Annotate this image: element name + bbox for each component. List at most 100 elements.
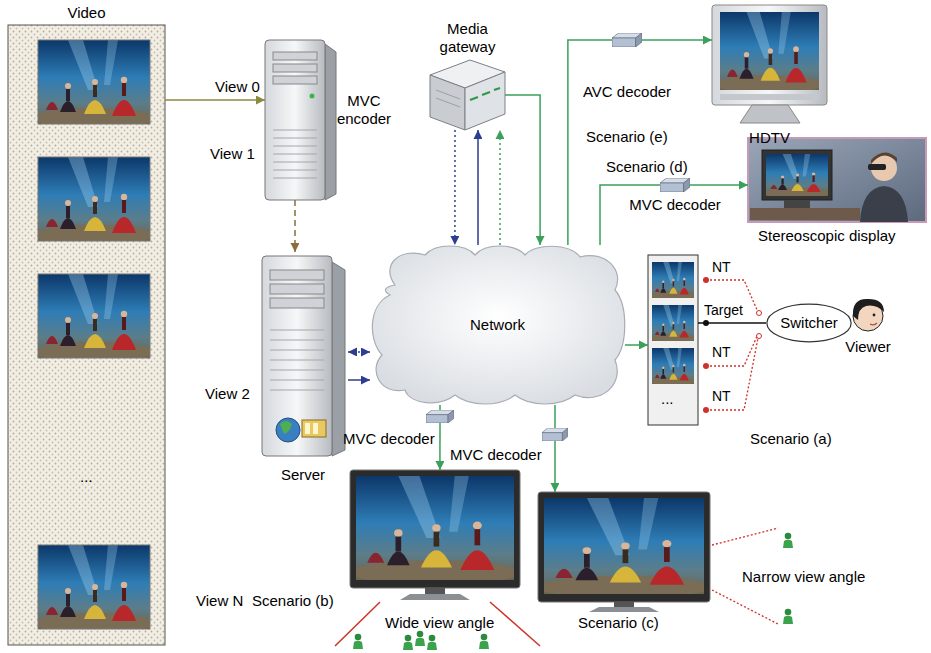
encoder-icon-part xyxy=(273,64,317,72)
monitor-c-part xyxy=(589,607,659,612)
audience-part xyxy=(353,634,363,649)
node-label: Scenario (b) xyxy=(252,592,334,610)
connector xyxy=(499,130,501,245)
monitor-b xyxy=(350,470,520,600)
connector xyxy=(698,322,766,324)
viewer-icon-part xyxy=(873,314,876,317)
server-icon-part xyxy=(332,262,345,456)
server-icon-part xyxy=(280,421,292,434)
encoder-icon xyxy=(265,40,336,200)
view-stack xyxy=(648,255,698,425)
monitor-b-part xyxy=(400,594,470,600)
connector xyxy=(348,379,370,381)
switch-label: NT xyxy=(712,259,731,275)
gateway-icon-part xyxy=(465,72,505,130)
switch-lines-part xyxy=(757,311,762,316)
view-stack-part xyxy=(651,348,696,386)
node-label: MVC encoder xyxy=(333,92,395,128)
stereo-photo-part xyxy=(748,138,926,222)
viewer-icon-part xyxy=(853,299,884,320)
connector xyxy=(505,95,540,245)
stereo-photo xyxy=(748,138,926,222)
monitor-node: Scenario (b) xyxy=(350,470,520,600)
node-label: Switcher xyxy=(780,314,838,332)
encoder-icon-part xyxy=(273,76,317,84)
switch-label: Target xyxy=(704,302,743,318)
switch-lines-part xyxy=(706,338,758,410)
decoder-node: MVC decoder xyxy=(542,428,568,441)
audience-part xyxy=(783,609,793,624)
video-strip-part xyxy=(8,25,165,645)
stereo-photo-part xyxy=(860,186,908,222)
monitor-c xyxy=(538,492,710,612)
video-strip-part xyxy=(34,274,154,362)
gateway-node: Media gateway xyxy=(430,60,505,130)
viewer-icon xyxy=(853,299,884,331)
gateway-icon-part xyxy=(430,75,465,130)
viewer-icon-part xyxy=(870,323,877,325)
monitor-node: Scenario (c) xyxy=(538,492,710,612)
connector xyxy=(554,405,556,428)
hdtv-icon xyxy=(712,5,827,123)
connector xyxy=(439,423,441,470)
server-node: Server xyxy=(258,252,348,462)
display-node: Stereoscopic display xyxy=(748,138,926,222)
view-label: View 1 xyxy=(210,145,255,162)
ellipsis: ... xyxy=(80,468,93,485)
connector xyxy=(439,405,441,410)
connector xyxy=(454,130,456,245)
decoder-node: MVC decoder xyxy=(660,178,690,192)
encoder-node: MVC encoder xyxy=(265,40,325,200)
video-strip-part xyxy=(38,274,150,358)
angle-label: Narrow view angle xyxy=(742,568,865,585)
node-label: Stereoscopic display xyxy=(758,227,896,245)
node-label: Network xyxy=(470,316,525,334)
decoder-node: MVC decoder xyxy=(426,410,454,423)
view-stack-part xyxy=(651,262,696,300)
connector xyxy=(294,200,296,252)
audience-part xyxy=(415,631,425,646)
audience xyxy=(353,533,793,650)
connector xyxy=(642,39,712,41)
monitor-b-part xyxy=(350,476,519,585)
video-strip xyxy=(8,25,165,645)
server-icon-part xyxy=(262,256,332,456)
viewer-node: Viewer xyxy=(850,298,886,334)
monitor-b-part xyxy=(350,470,520,588)
connector xyxy=(554,441,556,492)
gateway-icon-part xyxy=(470,88,500,100)
gateway-icon xyxy=(430,60,505,130)
video-strip-part xyxy=(34,157,154,245)
view-stack-part xyxy=(651,305,696,343)
connector xyxy=(690,184,748,186)
video-strip-part xyxy=(38,157,150,241)
node-label: Media gateway xyxy=(430,20,505,56)
monitor-b-part xyxy=(425,588,445,594)
connector xyxy=(625,344,648,346)
monitor-c-part xyxy=(614,602,634,607)
audience-part xyxy=(479,634,489,649)
switch-lines-part xyxy=(703,407,709,413)
decoder-icon-part xyxy=(612,33,642,47)
node-label: MVC decoder xyxy=(343,430,435,448)
node-label: MVC decoder xyxy=(629,196,721,214)
angle-label: Wide view angle xyxy=(385,614,494,631)
connector xyxy=(600,185,660,245)
view-label: View N xyxy=(196,592,243,609)
stereo-photo-part xyxy=(750,208,860,220)
switcher-ellipse: Switcher xyxy=(766,303,852,343)
decoder-icon-part xyxy=(542,428,568,441)
switch-lines-part xyxy=(706,334,758,366)
view-label: View 0 xyxy=(215,78,260,95)
server-icon-part xyxy=(313,423,318,434)
node-label: MVC decoder xyxy=(450,446,542,464)
switcher-outline xyxy=(767,304,851,342)
view-stack-part xyxy=(648,255,698,425)
switch-label: NT xyxy=(712,344,731,360)
switch-lines xyxy=(703,277,762,413)
node-label: Video xyxy=(67,4,105,22)
hdtv-icon-part xyxy=(740,105,800,123)
server-icon-part xyxy=(270,330,324,390)
hdtv-node: HDTV xyxy=(712,5,827,123)
